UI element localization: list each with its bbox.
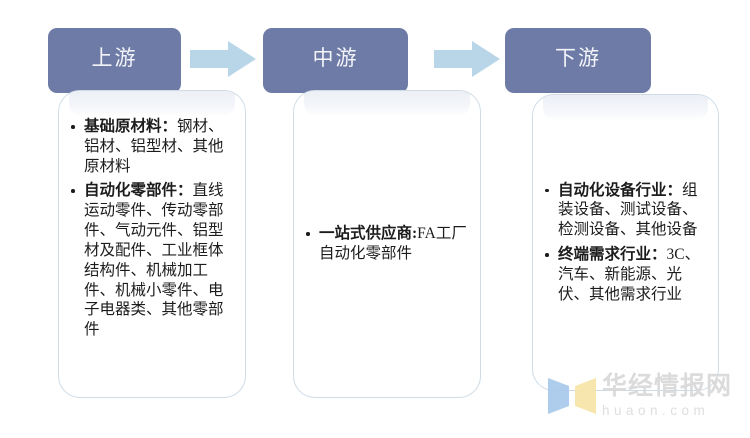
list-item: 自动化零部件：直线运动零件、传动零部件、气动元件、铝型材及配件、工业框体结构件、… (69, 181, 237, 340)
list-item-title: 基础原材料： (84, 118, 178, 135)
list-item-detail: 3C、汽车、新能源、光伏、其他需求行业 (558, 246, 701, 303)
stage-body-upstream: 基础原材料：钢材、铝材、铝型材、其他原材料 自动化零部件：直线运动零件、传动零部… (58, 90, 246, 398)
stage-body-midstream: 一站式供应商:FA工厂自动化零部件 (293, 90, 481, 398)
stage-header-upstream: 上游 (48, 28, 181, 93)
huaon-logo-icon (546, 371, 598, 421)
list-item: 自动化设备行业：组装设备、测试设备、检测设备、其他设备 (543, 181, 710, 240)
stage-header-label-downstream: 下游 (555, 46, 601, 70)
stage-header-label-midstream: 中游 (312, 46, 359, 70)
arrow-midstream-to-downstream-icon (434, 40, 500, 78)
watermark-english-text: huaon.com (602, 403, 710, 419)
panel-sheen-upstream (69, 91, 235, 117)
list-item-title: 一站式供应商: (319, 225, 418, 243)
stage-header-midstream: 中游 (263, 28, 408, 93)
stage-item-list-midstream: 一站式供应商:FA工厂自动化零部件 (304, 224, 472, 264)
list-item: 基础原材料：钢材、铝材、铝型材、其他原材料 (69, 117, 237, 176)
list-item-detail: 组装设备、测试设备、检测设备、其他设备 (558, 181, 698, 239)
arrow-upstream-to-midstream-icon (190, 40, 256, 78)
list-item: 终端需求行业：3C、汽车、新能源、光伏、其他需求行业 (543, 245, 710, 304)
list-item: 一站式供应商:FA工厂自动化零部件 (304, 224, 472, 264)
stage-item-list-downstream: 自动化设备行业：组装设备、测试设备、检测设备、其他设备 终端需求行业：3C、汽车… (543, 181, 710, 305)
watermark: 华经情报网 huaon.com (546, 366, 746, 426)
list-item-detail: 直线运动零件、传动零部件、气动元件、铝型材及配件、工业框体结构件、机械加工件、机… (84, 182, 224, 339)
stage-header-downstream: 下游 (505, 28, 651, 93)
panel-sheen-downstream (543, 95, 708, 121)
watermark-chinese-text: 华经情报网 (602, 372, 733, 401)
list-item-detail: 钢材、铝材、铝型材、其他原材料 (84, 118, 224, 175)
stage-body-downstream: 自动化设备行业：组装设备、测试设备、检测设备、其他设备 终端需求行业：3C、汽车… (532, 94, 719, 391)
list-item-detail: FA工厂自动化零部件 (319, 225, 467, 262)
list-item-title: 自动化设备行业： (558, 181, 683, 199)
list-item-title: 自动化零部件： (84, 182, 193, 200)
stage-header-label-upstream: 上游 (91, 46, 138, 70)
list-item-title: 终端需求行业： (558, 246, 667, 263)
panel-sheen-midstream (304, 91, 470, 117)
stage-item-list-upstream: 基础原材料：钢材、铝材、铝型材、其他原材料 自动化零部件：直线运动零件、传动零部… (69, 117, 237, 340)
